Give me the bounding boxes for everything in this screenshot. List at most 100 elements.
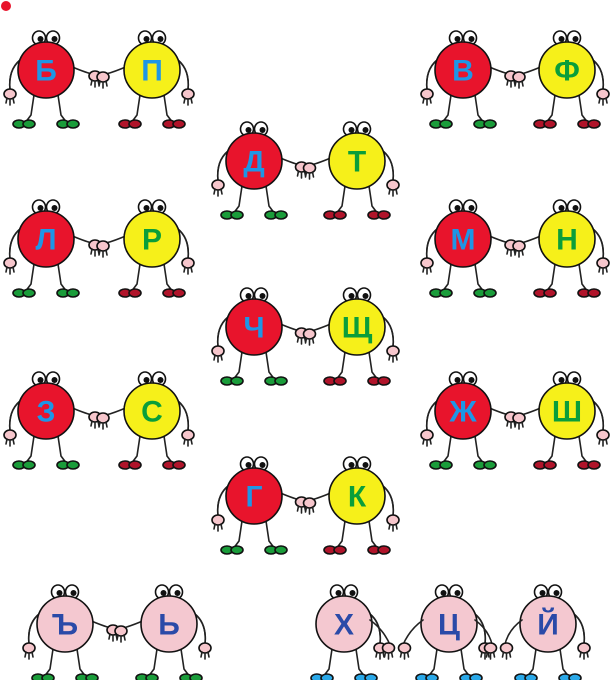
outer-hand-icon bbox=[420, 429, 434, 447]
body-circle bbox=[315, 595, 373, 653]
left-shoe-icon bbox=[220, 210, 244, 220]
letter-character: Ц bbox=[415, 584, 492, 680]
letter-label: Ж bbox=[448, 396, 477, 429]
right-shoe-icon bbox=[264, 376, 288, 386]
outer-hand-icon bbox=[577, 642, 591, 660]
letter-character: Ф bbox=[520, 30, 610, 129]
legs-icon bbox=[232, 520, 276, 550]
letter-character: М bbox=[420, 199, 510, 298]
hand-icon bbox=[483, 642, 498, 660]
letter-label: Ч bbox=[243, 312, 264, 345]
body-circle bbox=[123, 382, 181, 440]
right-shoe-icon bbox=[75, 673, 99, 680]
left-shoe-icon bbox=[12, 119, 36, 129]
legs-icon bbox=[441, 435, 485, 465]
outer-hand-icon bbox=[211, 514, 225, 532]
legs-icon bbox=[427, 648, 471, 678]
body-circle bbox=[17, 382, 75, 440]
letter-label: Ф bbox=[554, 55, 580, 88]
outer-hand-icon bbox=[181, 429, 195, 447]
right-shoe-icon bbox=[162, 460, 186, 470]
right-shoe-icon bbox=[56, 288, 80, 298]
joined-hands-icon bbox=[96, 412, 110, 430]
legs-icon bbox=[441, 263, 485, 293]
outer-hand-icon bbox=[3, 88, 17, 106]
letter-character: Г bbox=[211, 456, 301, 555]
letter-character: Н bbox=[520, 199, 610, 298]
letter-character: Щ bbox=[310, 287, 400, 386]
letter-label: Б bbox=[35, 55, 57, 88]
letter-label: Н bbox=[556, 224, 578, 257]
legs-icon bbox=[335, 185, 379, 215]
left-shoe-icon bbox=[12, 460, 36, 470]
joined-hands-icon bbox=[96, 240, 110, 258]
letter-character: Й bbox=[514, 584, 591, 680]
outer-hand-icon bbox=[211, 345, 225, 363]
body-circle bbox=[538, 41, 596, 99]
letter-label: Д bbox=[243, 146, 264, 179]
letter-label: Ь bbox=[158, 609, 180, 642]
right-shoe-icon bbox=[162, 119, 186, 129]
left-shoe-icon bbox=[118, 288, 142, 298]
letter-label: В bbox=[452, 55, 474, 88]
body-circle bbox=[17, 210, 75, 268]
outer-hand-icon bbox=[596, 257, 610, 275]
right-shoe-icon bbox=[473, 460, 497, 470]
letter-label: Щ bbox=[342, 312, 373, 345]
right-shoe-icon bbox=[179, 673, 203, 680]
letter-character: Ж bbox=[420, 371, 510, 470]
letter-character: С bbox=[105, 371, 195, 470]
left-shoe-icon bbox=[12, 288, 36, 298]
outer-hand-icon bbox=[386, 345, 400, 363]
left-shoe-icon bbox=[31, 673, 55, 680]
outer-hand-icon bbox=[181, 257, 195, 275]
right-shoe-icon bbox=[56, 119, 80, 129]
letter-character: З bbox=[3, 371, 93, 470]
legs-icon bbox=[545, 435, 589, 465]
right-shoe-icon bbox=[264, 545, 288, 555]
body-circle bbox=[538, 382, 596, 440]
right-shoe-icon bbox=[577, 460, 601, 470]
letter-label: Т bbox=[348, 146, 366, 179]
body-circle bbox=[123, 41, 181, 99]
body-circle bbox=[17, 41, 75, 99]
letter-label: М bbox=[451, 224, 476, 257]
legs-icon bbox=[130, 263, 174, 293]
letter-character: Ч bbox=[211, 287, 301, 386]
letter-label: С bbox=[141, 396, 163, 429]
body-circle bbox=[434, 210, 492, 268]
left-shoe-icon bbox=[533, 119, 557, 129]
body-circle bbox=[328, 132, 386, 190]
outer-hand-icon bbox=[596, 429, 610, 447]
legs-icon bbox=[232, 351, 276, 381]
letter-character: Ъ bbox=[22, 584, 112, 680]
outer-hand-icon bbox=[181, 88, 195, 106]
outer-hand-icon bbox=[420, 257, 434, 275]
letter-character: В bbox=[420, 30, 510, 129]
right-shoe-icon bbox=[367, 210, 391, 220]
outer-hand-icon bbox=[3, 257, 17, 275]
right-shoe-icon bbox=[577, 119, 601, 129]
left-shoe-icon bbox=[323, 545, 347, 555]
left-shoe-icon bbox=[415, 673, 439, 680]
body-circle bbox=[434, 41, 492, 99]
body-circle bbox=[225, 467, 283, 525]
letter-label: Л bbox=[35, 224, 56, 257]
letter-character: Ь bbox=[122, 584, 212, 680]
letter-label: П bbox=[141, 55, 163, 88]
hand-icon bbox=[397, 642, 412, 660]
joined-hands-icon bbox=[512, 240, 526, 258]
letter-character: Т bbox=[310, 121, 400, 220]
left-shoe-icon bbox=[429, 119, 453, 129]
left-shoe-icon bbox=[514, 673, 538, 680]
legs-icon bbox=[24, 263, 68, 293]
right-shoe-icon bbox=[459, 673, 483, 680]
letter-label: Р bbox=[142, 224, 162, 257]
right-shoe-icon bbox=[56, 460, 80, 470]
outer-hand-icon bbox=[386, 179, 400, 197]
red-dot-icon bbox=[1, 1, 11, 11]
joined-hands-icon bbox=[96, 71, 110, 89]
letter-label: Ш bbox=[552, 396, 582, 429]
body-circle bbox=[140, 595, 198, 653]
left-shoe-icon bbox=[310, 673, 334, 680]
